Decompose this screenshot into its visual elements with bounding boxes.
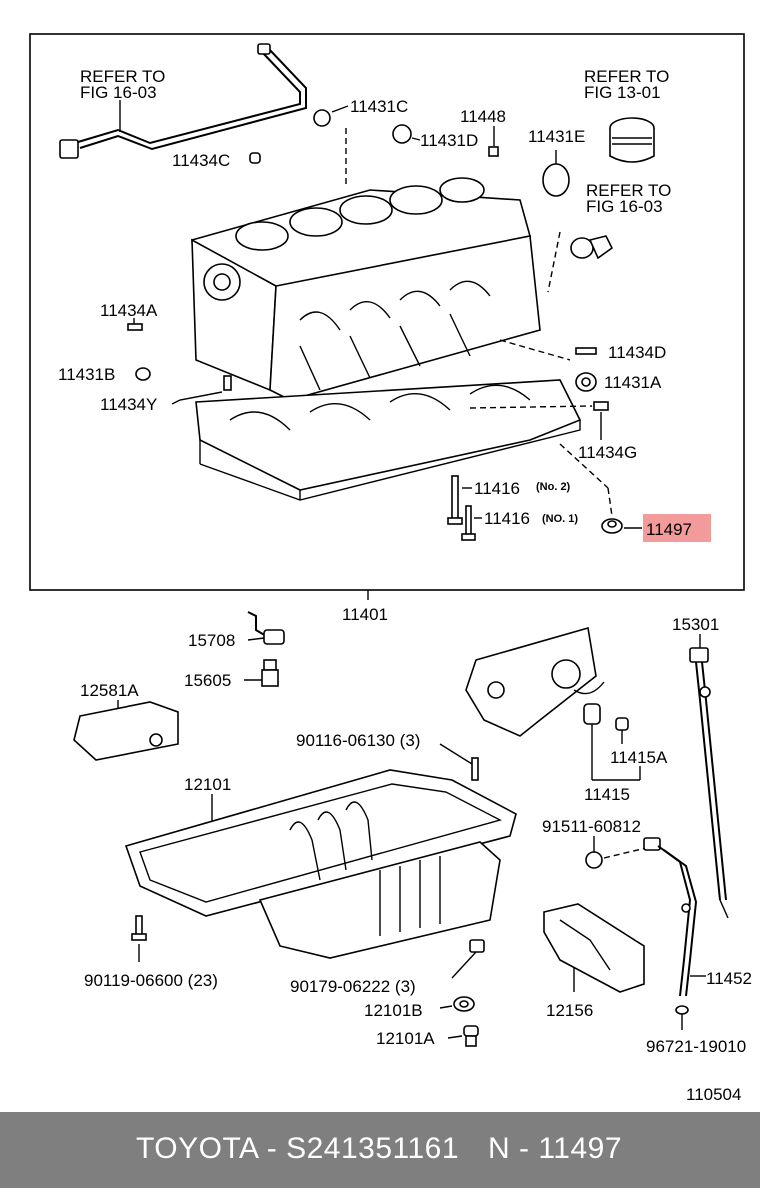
label-11431B: 11431B xyxy=(58,365,115,384)
baffle-12581A-drawing xyxy=(73,701,179,761)
label-11416-no2: 11416 xyxy=(474,479,520,498)
gauge-guide-11452-drawing xyxy=(643,837,698,997)
label-12581A: 12581A xyxy=(80,681,139,700)
engine-block-frame xyxy=(29,33,745,591)
label-11416-no1: 11416 xyxy=(484,509,530,528)
label-96721: 96721-19010 xyxy=(646,1037,746,1056)
label-12101B: 12101B xyxy=(364,1001,423,1020)
label-11431A: 11431A xyxy=(604,373,662,392)
label-12101A: 12101A xyxy=(376,1029,435,1048)
label-11452: 11452 xyxy=(706,969,752,988)
refer-fig-16-03-right-line1: REFER TO xyxy=(586,181,671,200)
dipstick-drawing xyxy=(689,647,729,919)
refer-fig-16-03-right-line2: FIG 16-03 xyxy=(586,197,663,216)
label-11448: 11448 xyxy=(460,107,506,126)
label-15708: 15708 xyxy=(188,631,235,650)
footer-bar: TOYOTA - S241351161 N - 11497 xyxy=(0,1112,760,1188)
label-12101: 12101 xyxy=(184,775,231,794)
label-11415: 11415 xyxy=(584,785,630,804)
label-90119: 90119-06600 (23) xyxy=(84,971,218,990)
bolt-11416-no2-drawing xyxy=(447,475,463,525)
oil-pump-fitting-drawing xyxy=(547,231,614,293)
breather-pipe-drawing xyxy=(59,43,307,159)
label-15605: 15605 xyxy=(184,671,231,690)
label-11434D: 11434D xyxy=(608,343,666,362)
bolt-90119-drawing xyxy=(131,915,147,941)
label-11415A: 11415A xyxy=(610,748,668,767)
plug-11415A-drawing xyxy=(583,703,629,731)
parts-diagram: REFER TO FIG 16-03 11434C 11431C 11448 1… xyxy=(29,33,752,1104)
label-11431E: 11431E xyxy=(528,127,585,146)
label-91511: 91511-60812 xyxy=(542,817,641,836)
label-90116: 90116-06130 (3) xyxy=(296,731,420,750)
refer-fig-16-03-line2: FIG 16-03 xyxy=(80,83,157,102)
diagram-code: 110504 xyxy=(686,1085,741,1104)
oil-pump-housing-drawing xyxy=(465,626,605,737)
footer-brand-part-number: TOYOTA - S241351161 xyxy=(136,1132,460,1165)
footer-oem-number: N - 11497 xyxy=(488,1132,623,1165)
cylinder-block-drawing xyxy=(191,177,582,501)
label-11434A: 11434A xyxy=(100,301,158,320)
highlight-11497 xyxy=(643,514,711,542)
refer-fig-16-03-line1: REFER TO xyxy=(80,67,165,86)
label-11497: 11497 xyxy=(646,520,692,539)
label-11431D: 11431D xyxy=(420,131,478,150)
label-11416-no2-note: (No. 2) xyxy=(536,481,571,493)
label-11434C: 11434C xyxy=(172,151,230,170)
bolt-11416-no1-drawing xyxy=(461,505,476,541)
label-12156: 12156 xyxy=(546,1001,593,1020)
label-11431C: 11431C xyxy=(350,97,408,116)
refer-fig-13-01-line1: REFER TO xyxy=(584,67,669,86)
oil-pan-no2-12156-drawing xyxy=(543,903,645,993)
oil-pan-12101-drawing xyxy=(124,769,517,959)
refer-fig-13-01-line2: FIG 13-01 xyxy=(584,83,661,102)
label-11401: 11401 xyxy=(342,605,388,624)
label-11416-no1-note: (NO. 1) xyxy=(542,513,578,525)
label-90179: 90179-06222 (3) xyxy=(290,977,416,996)
label-11434Y: 11434Y xyxy=(100,395,157,414)
piston-drawing xyxy=(609,117,655,163)
label-15301: 15301 xyxy=(672,615,719,634)
label-11434G: 11434G xyxy=(578,443,637,462)
